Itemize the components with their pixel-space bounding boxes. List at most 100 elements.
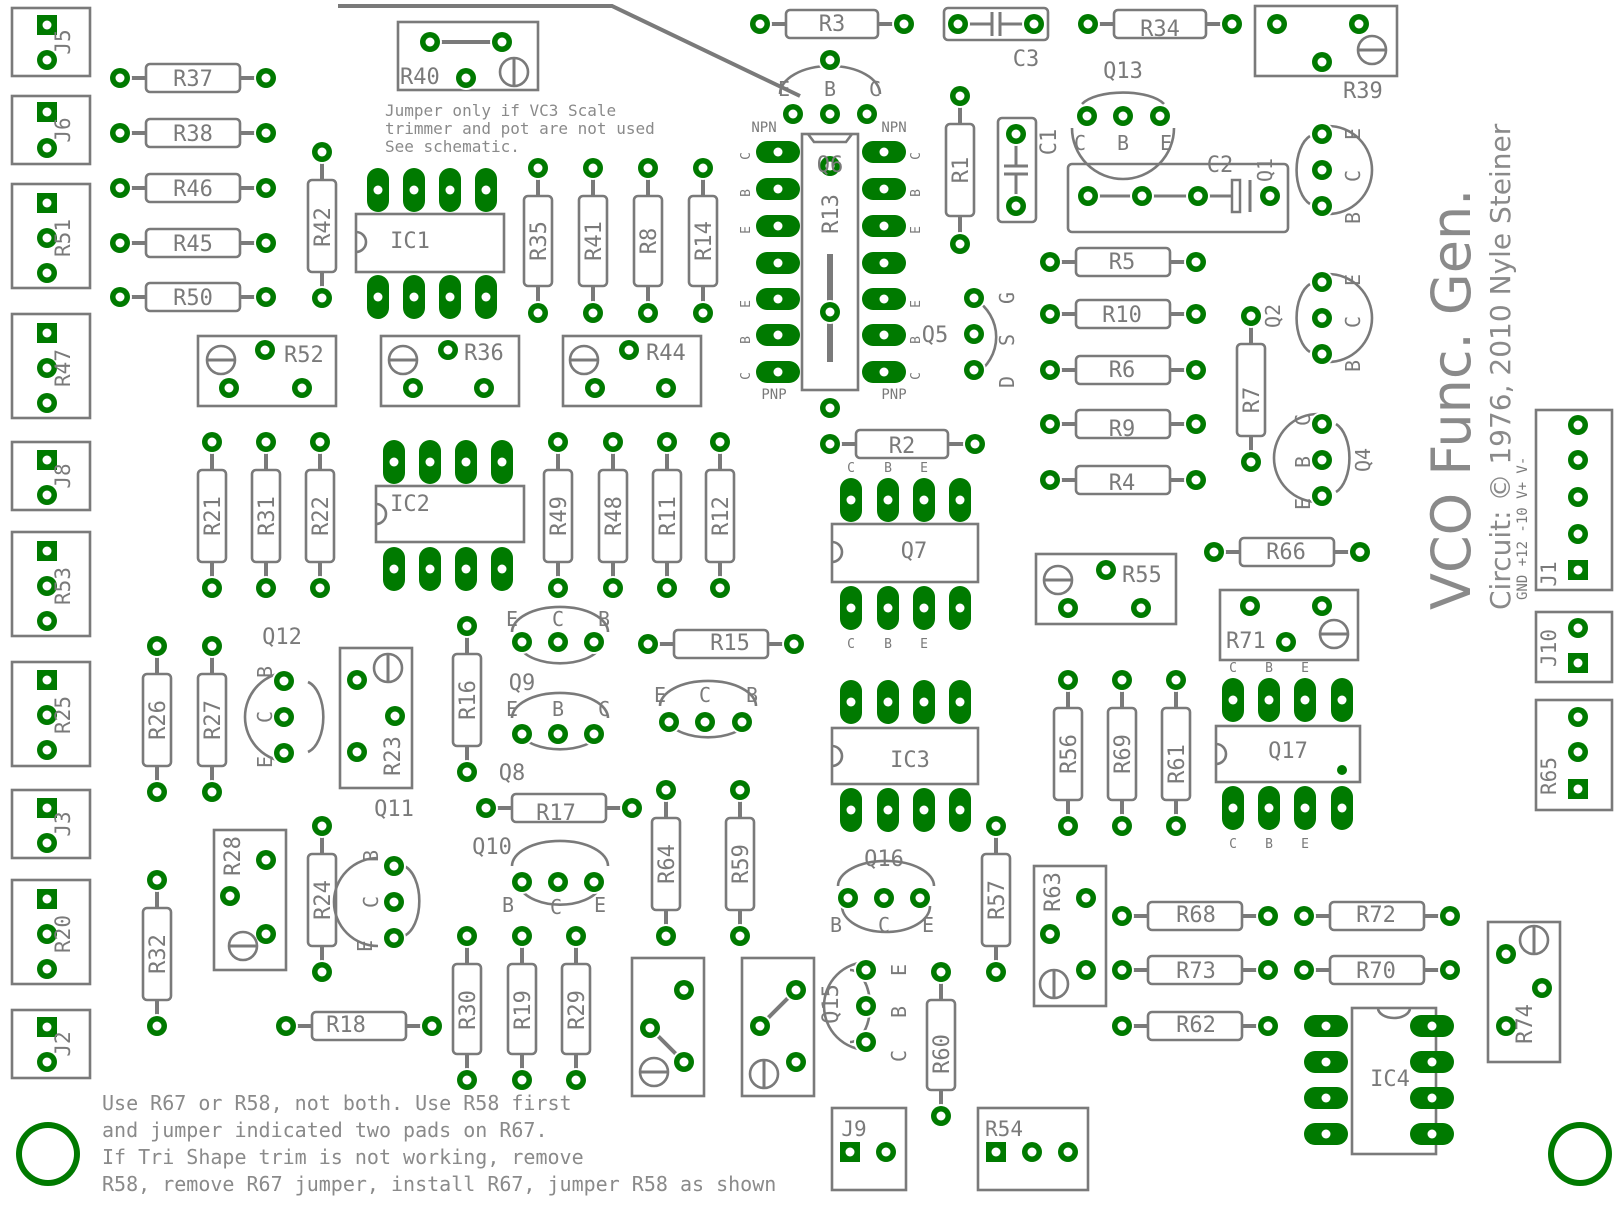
trimmer-r52: R52 [196, 334, 338, 408]
q7-top-b: B [884, 461, 892, 476]
label-r19: R19 [511, 990, 536, 1030]
transistor-socket-q6: E B C NPN NPN PNP PNP Q6 R13 C B E E B C… [739, 48, 924, 420]
connector-j1: J1 [1534, 408, 1614, 592]
q15-pin-b: B [887, 1006, 911, 1018]
resistor-r66: R66 [1202, 536, 1372, 568]
label-r32: R32 [146, 934, 171, 974]
capacitor-c1: C1 [996, 116, 1062, 224]
connector-r25: R25 [10, 660, 92, 768]
q16-pin-c: C [878, 913, 890, 937]
label-r18: R18 [326, 1013, 366, 1038]
label-q1: Q1 [1253, 158, 1277, 182]
connector-j10: J10 [1534, 610, 1614, 684]
ic-q7: C B E Q7 C B E [830, 461, 980, 652]
label-r5: R5 [1109, 250, 1136, 275]
bottom-note-line-1: Use R67 or R58, not both. Use R58 first [102, 1091, 572, 1115]
label-r72: R72 [1356, 903, 1396, 928]
resistor-r9: R9 [1038, 408, 1208, 442]
label-r30: R30 [456, 990, 481, 1030]
capacitor-c2: C2 Q1 [1066, 153, 1290, 234]
label-r56: R56 [1057, 734, 1082, 774]
label-r60: R60 [930, 1034, 955, 1074]
resistor-r57: R57 [980, 814, 1012, 984]
jumper-note-line-2: trimmer and pot are not used [385, 119, 655, 138]
trimmer-r55: R55 [1034, 552, 1178, 626]
mounting-hole-left [16, 1122, 80, 1186]
label-r74: R74 [1513, 1004, 1538, 1044]
label-r12: R12 [709, 496, 734, 536]
q4-pin-b: B [1291, 456, 1315, 468]
resistor-r3: R3 [748, 8, 916, 40]
connector-r54: R54 [976, 1106, 1090, 1192]
label-r47: R47 [51, 349, 75, 387]
transistor-q15: Q15 E B C [819, 958, 911, 1062]
q4-pin-c: C [1291, 414, 1315, 426]
label-r45: R45 [173, 232, 213, 257]
q10-pin-c: C [550, 895, 562, 919]
connector-j8: J8 [10, 440, 92, 512]
q17-top-b: B [1265, 661, 1273, 676]
label-r39: R39 [1343, 79, 1383, 104]
label-q6: Q6 [817, 153, 844, 178]
resistor-r30: R30 [451, 924, 483, 1092]
label-pnp-left: PNP [761, 387, 786, 403]
trimmer-r39: R39 [1253, 4, 1399, 104]
q17-top-c: C [1229, 661, 1237, 676]
label-npn-left: NPN [751, 120, 776, 136]
resistor-r1: R1 [944, 84, 976, 256]
transistor-q11: B C E [332, 850, 421, 952]
q6-right-e1: E [909, 226, 924, 234]
label-r73: R73 [1176, 959, 1216, 984]
q2-pin-e: E [1341, 274, 1365, 286]
resistor-r10: R10 [1038, 298, 1208, 330]
label-q17: Q17 [1268, 739, 1308, 764]
trimmer-r63: R63 [1032, 864, 1108, 1008]
q6-left-c1: C [739, 152, 754, 160]
q6-left-c2: C [739, 372, 754, 380]
label-ic1: IC1 [390, 229, 430, 254]
label-c3: C3 [1013, 47, 1040, 72]
resistor-r50: R50 [108, 281, 278, 313]
label-r21: R21 [201, 496, 226, 536]
label-ic4: IC4 [1370, 1067, 1410, 1092]
jumper-note-line-3: See schematic. [385, 137, 520, 156]
label-r16: R16 [456, 680, 481, 720]
resistor-r68: R68 [1110, 900, 1280, 932]
q6-pin-c: C [869, 77, 881, 101]
q5-pin-g: G [995, 292, 1019, 304]
label-q9: Q9 [509, 671, 536, 696]
q5-pin-s: S [995, 334, 1019, 346]
resistor-r37: R37 [108, 62, 278, 94]
label-r49: R49 [547, 496, 572, 536]
label-r26: R26 [146, 700, 171, 740]
label-j9: J9 [841, 1117, 866, 1141]
label-r22: R22 [309, 496, 334, 536]
trace-line [338, 3, 801, 98]
mounting-hole-right [1548, 1122, 1612, 1186]
resistor-r46: R46 [108, 172, 278, 204]
connector-j3: J3 [10, 788, 92, 860]
resistor-r62: R62 [1110, 1010, 1280, 1042]
label-ic3: IC3 [890, 748, 930, 773]
q8-pin-c: C [598, 697, 610, 721]
transistor-q10: Q10 B C E [472, 835, 610, 919]
transistor-q12: Q12 B C E [243, 625, 325, 768]
jumper-note-line-1: Jumper only if VC3 Scale [385, 101, 616, 120]
transistor-q16: Q16 B C E [830, 847, 936, 937]
jumper-note: Jumper only if VC3 Scale trimmer and pot… [385, 101, 655, 156]
transistor-q8: E B C Q8 [499, 691, 610, 786]
resistor-r17: R17 [474, 792, 644, 826]
resistor-r29: R29 [560, 924, 592, 1092]
resistor-r12: R12 [704, 430, 736, 600]
q15-pin-e: E [887, 964, 911, 976]
q2-pin-c: C [1341, 316, 1365, 328]
label-r17: R17 [536, 801, 576, 826]
resistor-r24: R24 [306, 814, 338, 984]
resistor-r21: R21 [196, 430, 228, 600]
resistor-r4: R4 [1038, 464, 1208, 496]
q17-bot-e: E [1301, 837, 1309, 852]
transistor-q5: Q5 G S D [922, 286, 1019, 388]
q1-pin-b: B [1341, 212, 1365, 224]
label-c1: C1 [1037, 129, 1062, 156]
label-r69: R69 [1111, 734, 1136, 774]
